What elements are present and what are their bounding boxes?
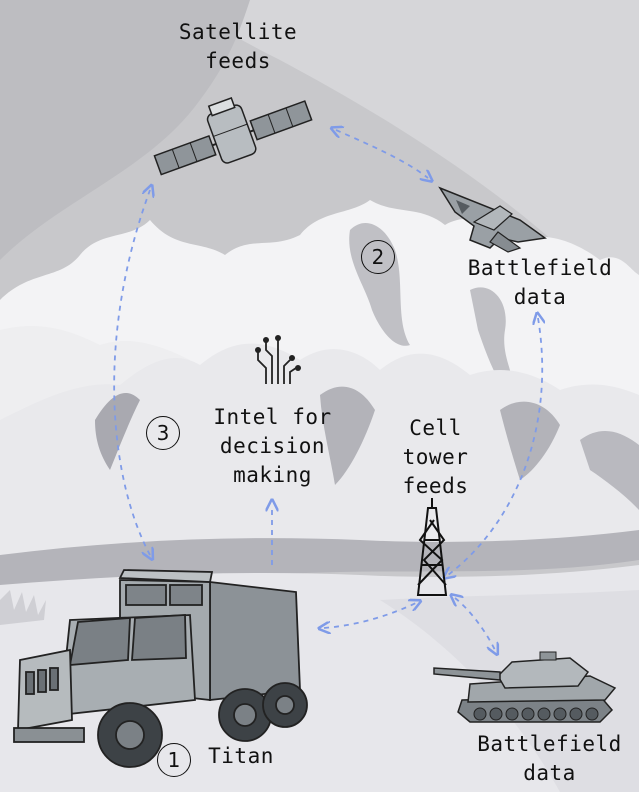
titan-label: Titan bbox=[200, 742, 282, 771]
cell-tower-icon bbox=[416, 498, 448, 596]
label-line: tower bbox=[402, 445, 469, 469]
satellite-feeds-label: Satellite feeds bbox=[148, 18, 328, 76]
label-line: feeds bbox=[402, 474, 469, 498]
label-line: data bbox=[523, 761, 576, 785]
step-2-badge: 2 bbox=[361, 240, 395, 274]
label-line: Battlefield bbox=[477, 732, 622, 756]
intel-label: Intel for decision making bbox=[190, 403, 355, 490]
cell-tower-feeds-label: Cell tower feeds bbox=[388, 414, 483, 501]
label-line: Satellite bbox=[178, 20, 298, 44]
step-1-badge: 1 bbox=[157, 743, 191, 777]
fighter-jet-icon bbox=[438, 186, 547, 253]
tank-icon bbox=[433, 651, 617, 723]
label-line: feeds bbox=[205, 49, 271, 73]
step-3-badge: 3 bbox=[146, 416, 180, 450]
label-line: making bbox=[233, 463, 312, 487]
battlefield-data-ground-label: Battlefield data bbox=[462, 730, 637, 788]
circuit-icon bbox=[255, 335, 301, 384]
label-line: Battlefield bbox=[467, 256, 613, 280]
label-line: Cell bbox=[409, 416, 462, 440]
label-line: Titan bbox=[208, 744, 274, 768]
label-line: decision bbox=[219, 434, 326, 458]
label-line: data bbox=[513, 285, 567, 309]
satellite-icon bbox=[153, 97, 313, 176]
label-line: Intel for bbox=[213, 405, 332, 429]
truck-icon bbox=[13, 569, 308, 768]
battlefield-data-air-label: Battlefield data bbox=[450, 254, 630, 312]
